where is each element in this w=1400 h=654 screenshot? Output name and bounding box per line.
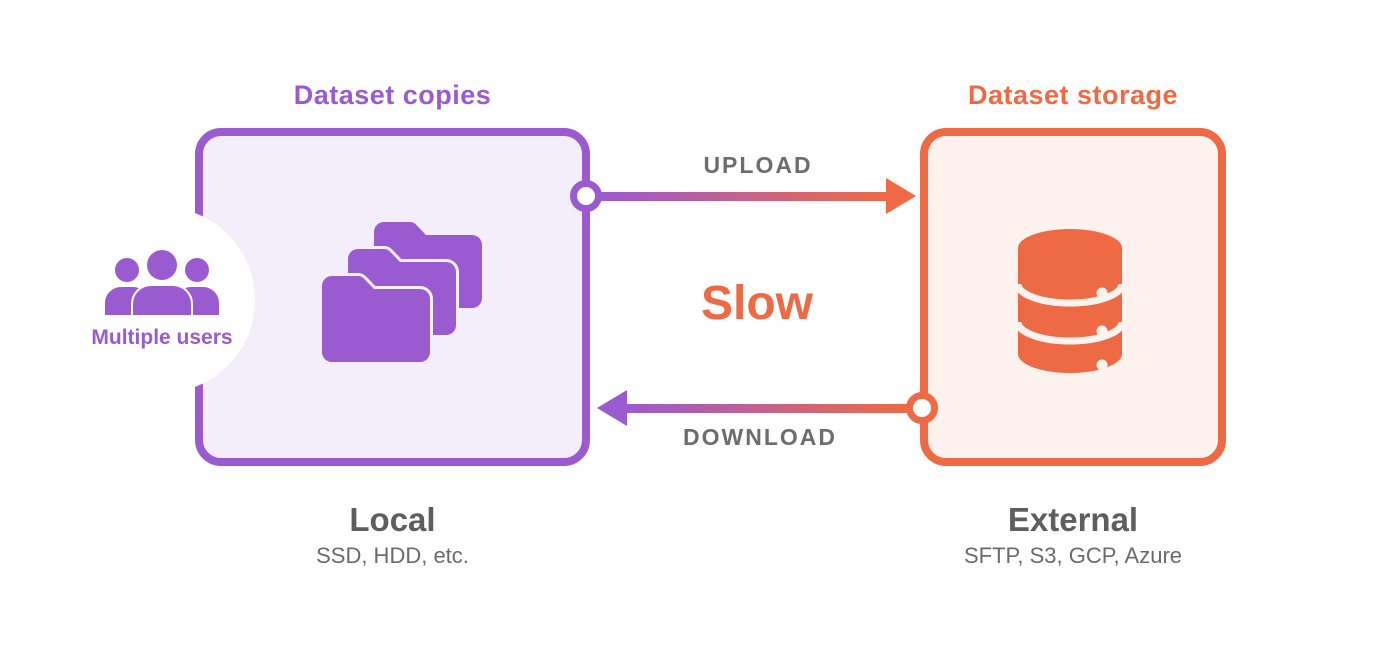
- local-subcaption: SSD, HDD, etc.: [316, 543, 469, 568]
- arrow-left-icon: [597, 390, 627, 426]
- arrow-right-icon: [886, 178, 916, 214]
- speed-label: Slow: [700, 277, 813, 330]
- upload-arrow-line: [600, 192, 889, 201]
- folder-copies-icon: [318, 219, 485, 365]
- external-caption: External: [1007, 501, 1139, 538]
- download-connector-dot-icon: [906, 392, 938, 424]
- multiple-users-badge: Multiple users: [69, 207, 255, 393]
- multiple-users-label: Multiple users: [91, 326, 233, 349]
- download-arrow-line: [624, 404, 907, 413]
- right-box-title: Dataset storage: [967, 80, 1179, 110]
- upload-label: UPLOAD: [703, 152, 813, 178]
- upload-connector-dot-icon: [570, 180, 602, 212]
- local-caption: Local: [349, 501, 436, 538]
- download-label: DOWNLOAD: [683, 424, 837, 450]
- users-icon: [105, 249, 219, 315]
- external-subcaption: SFTP, S3, GCP, Azure: [963, 543, 1183, 568]
- left-box-title: Dataset copies: [293, 80, 492, 110]
- database-icon: [1014, 227, 1126, 375]
